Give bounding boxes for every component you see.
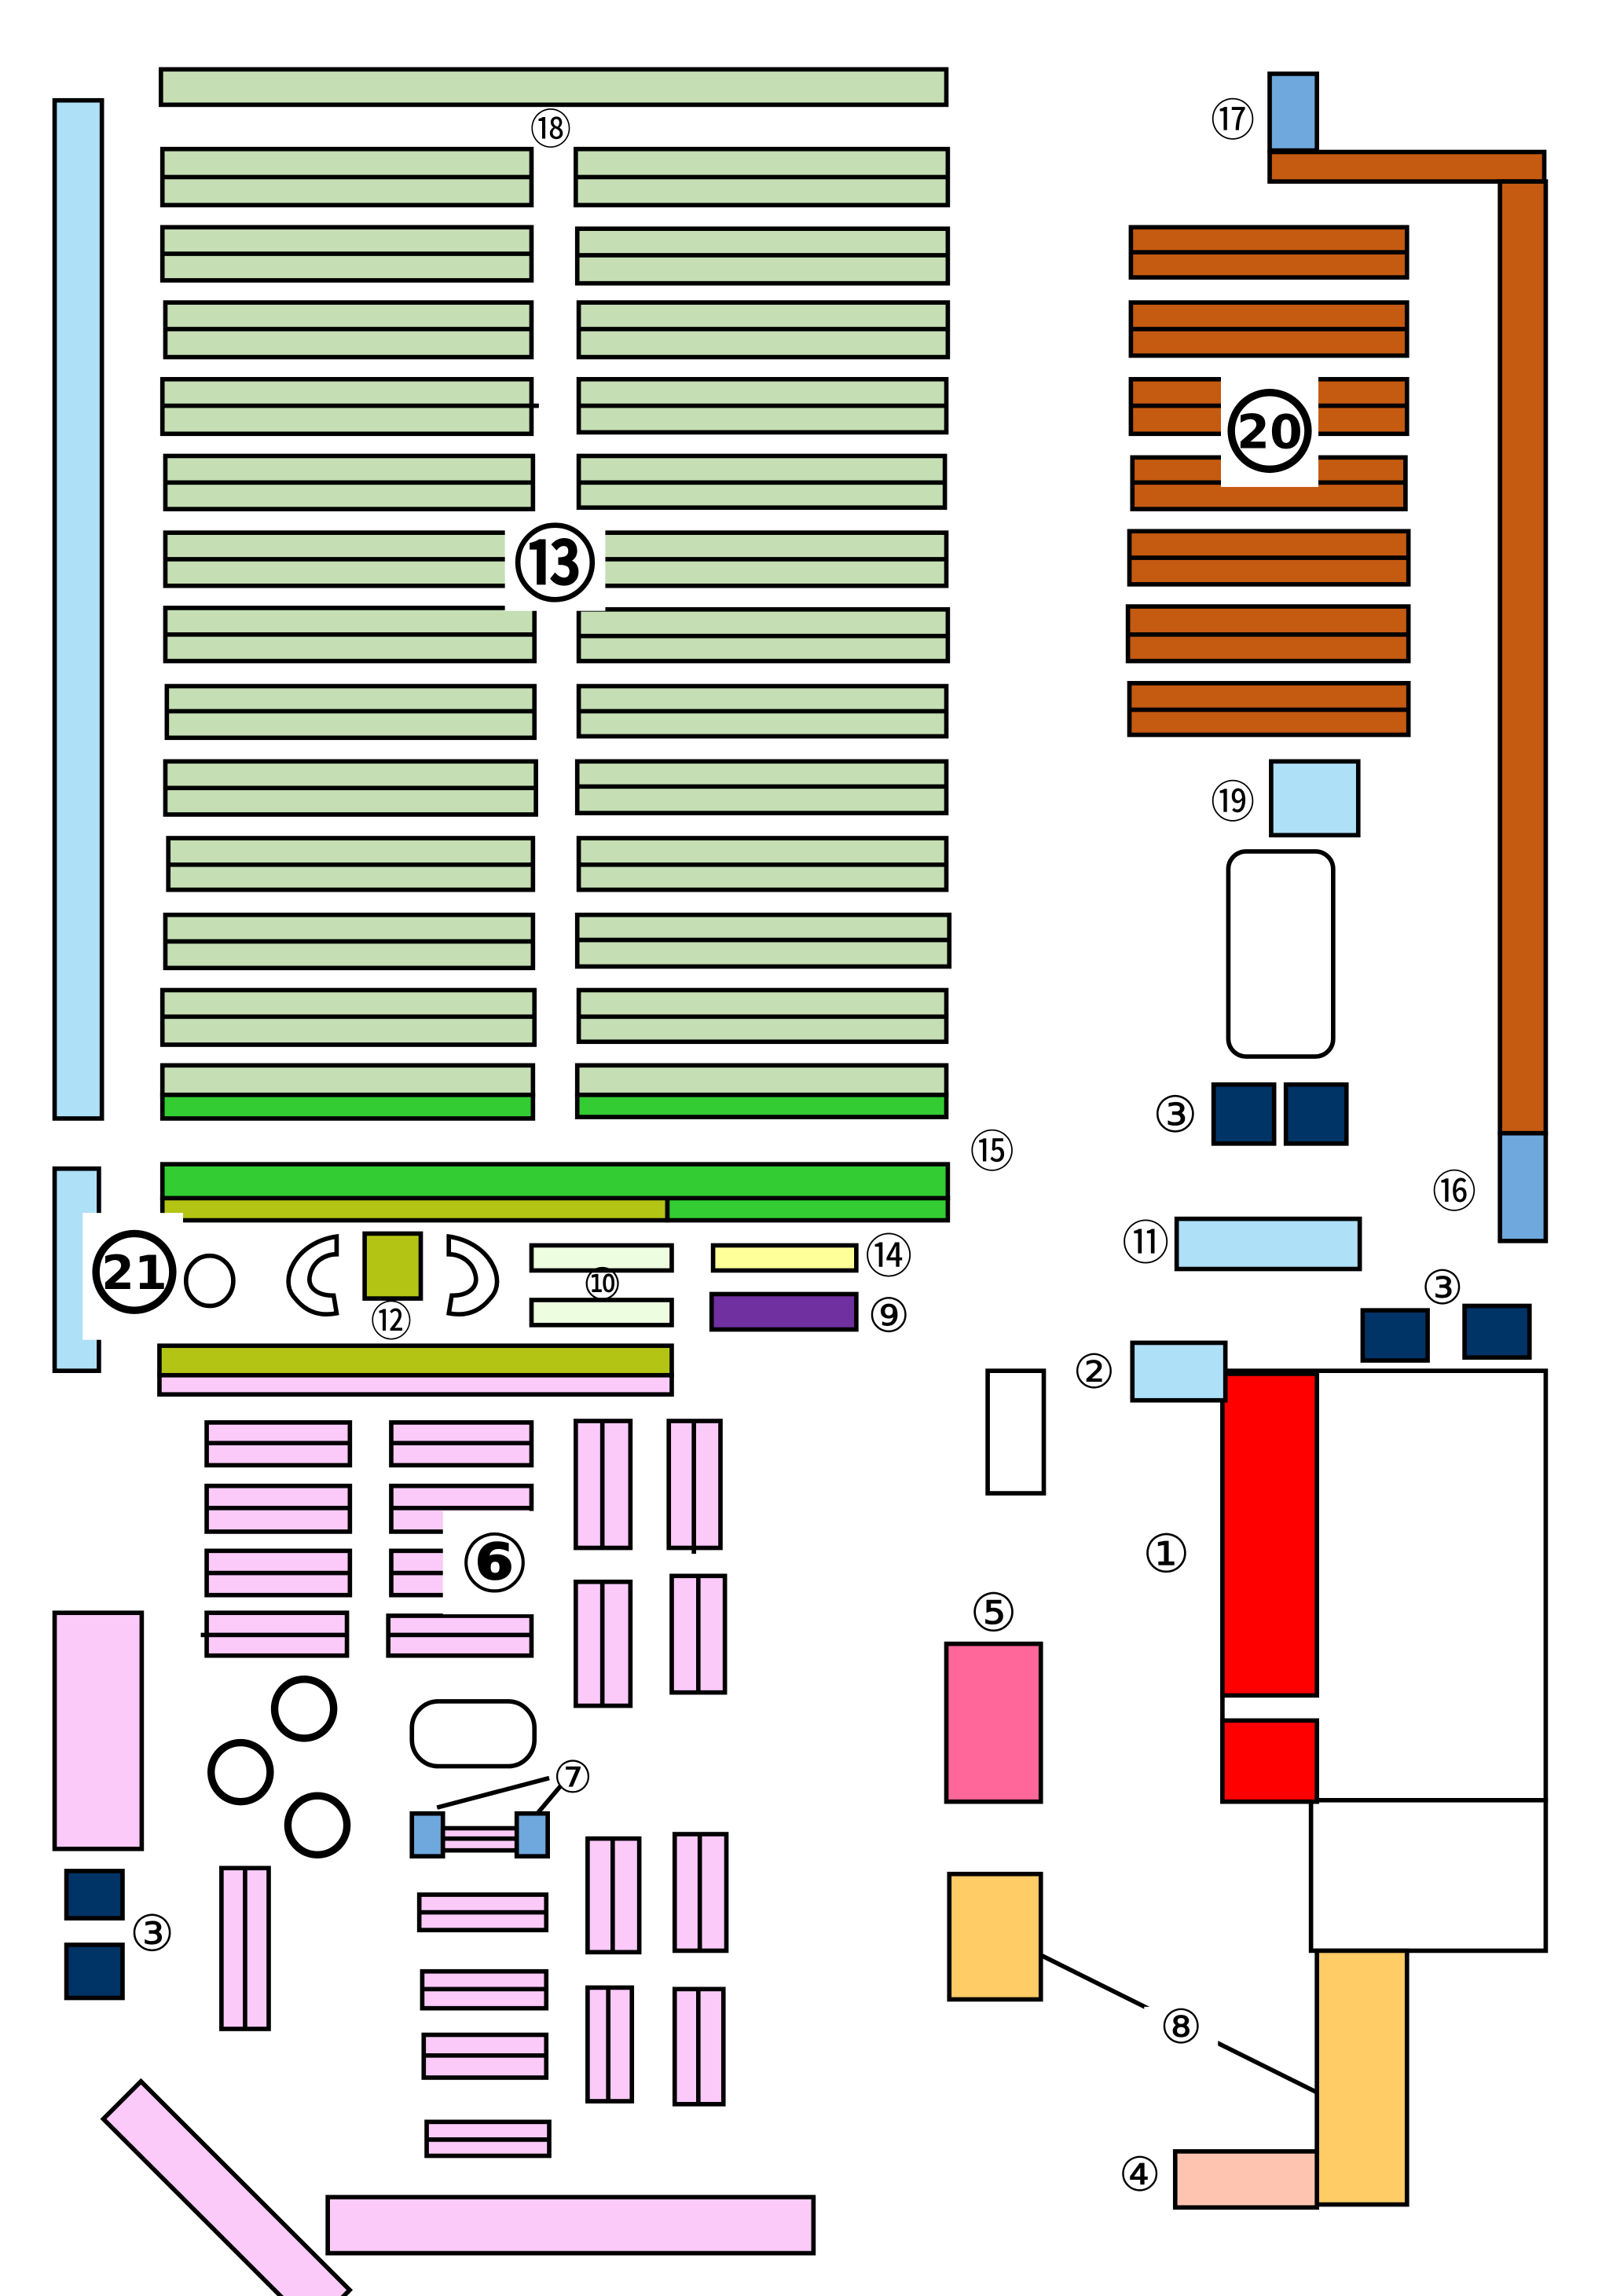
shelf-14: [710, 1243, 859, 1273]
label-4: ④: [1119, 2148, 1161, 2203]
label-20-ring: [1227, 388, 1312, 474]
label-7: ⑦: [553, 1752, 593, 1803]
round-seat: [207, 1738, 274, 1806]
shelf-rows-right: [574, 146, 952, 1119]
table-12: [362, 1231, 423, 1301]
orange-top-bar: [1267, 149, 1547, 184]
label-3-right-top: ③: [1153, 1086, 1197, 1144]
green-counter-right: [665, 1196, 951, 1223]
steel-box-16: [1498, 1130, 1549, 1243]
label-19: ⑲: [1211, 777, 1255, 828]
pink-bottom-shelf: [325, 2195, 816, 2256]
green-counter: [159, 1162, 951, 1201]
gold-box-8b: [1314, 1948, 1410, 2207]
gold-box-8a: [947, 1871, 1043, 2002]
blue-box-11: [1174, 1216, 1362, 1272]
label-21: 21: [101, 1246, 167, 1301]
pink-box-5: [944, 1641, 1043, 1804]
label-1: ①: [1142, 1523, 1190, 1585]
orange-wall: [1498, 179, 1549, 1136]
label-18: ⑱: [530, 106, 572, 154]
chair-left: [286, 1233, 339, 1317]
label-15: ⑮: [970, 1127, 1014, 1178]
olive-shelf-low: [157, 1343, 674, 1378]
navy-locker: [1462, 1303, 1532, 1360]
blue-box-19: [1269, 759, 1361, 838]
pc-7-right: [514, 1811, 550, 1859]
round-seat: [270, 1675, 338, 1742]
pc-7-left: [409, 1811, 445, 1859]
pink-shelf-low: [157, 1372, 674, 1397]
label-12: ⑫: [371, 1298, 412, 1346]
round-seat: [284, 1792, 351, 1859]
label-2: ②: [1072, 1345, 1115, 1400]
label-5: ⑤: [970, 1582, 1017, 1644]
red-counter-1-low: [1220, 1718, 1319, 1804]
navy-locker: [64, 1869, 125, 1921]
pink-shelves-v: [219, 1419, 729, 2107]
shelf-10-top: [529, 1243, 674, 1273]
label-17: ⑰: [1211, 96, 1255, 147]
left-wall-shelf-top: [52, 97, 104, 1121]
label-20: 20: [1237, 405, 1303, 460]
label-3-right-bottom: ③: [1421, 1261, 1464, 1316]
map-labels: ① ② ③ ③ ③ ④ ⑤ ⑥ ⑦ ⑧ ⑨ ⑩ ⑪ ⑫ ⑬ ⑭ ⑮ ⑯ ⑰ ⑱ …: [92, 96, 1476, 2203]
navy-locker: [1283, 1082, 1349, 1146]
red-counter-1: [1220, 1371, 1319, 1698]
blue-box-2: [1130, 1340, 1228, 1403]
navy-locker: [1211, 1082, 1277, 1146]
label-10: ⑩: [582, 1260, 622, 1311]
oval-table-right: [1226, 849, 1336, 1059]
round-table-21: [183, 1253, 236, 1309]
chair-right: [446, 1233, 500, 1317]
white-room-bottom: [1308, 1797, 1549, 1954]
pink-shelves-small: [416, 1892, 552, 2159]
white-box: [985, 1368, 1047, 1496]
label-8: ⑧: [1160, 2000, 1202, 2055]
table-oval: [409, 1699, 537, 1769]
steel-box-17: [1267, 71, 1319, 153]
olive-counter: [159, 1196, 670, 1223]
label-6: ⑥: [460, 1514, 530, 1611]
label-13: ⑬: [514, 517, 596, 613]
peach-box-4: [1172, 2149, 1319, 2210]
label-3-left: ③: [130, 1906, 174, 1964]
pink-wall-unit: [52, 1610, 145, 1851]
label-16: ⑯: [1432, 1166, 1476, 1218]
navy-locker: [64, 1943, 125, 2001]
label-21-ring: [92, 1229, 177, 1314]
label-14: ⑭: [865, 1230, 912, 1285]
navy-locker: [1360, 1308, 1430, 1363]
shelf-10-bottom: [529, 1298, 674, 1327]
shelf-9: [709, 1291, 859, 1332]
top-shelf: [159, 67, 949, 108]
label-11: ⑪: [1122, 1217, 1169, 1272]
pink-diagonal-shelf: [100, 2078, 354, 2296]
label-9: ⑨: [867, 1289, 910, 1344]
shelf-rows-left: [159, 146, 539, 1121]
